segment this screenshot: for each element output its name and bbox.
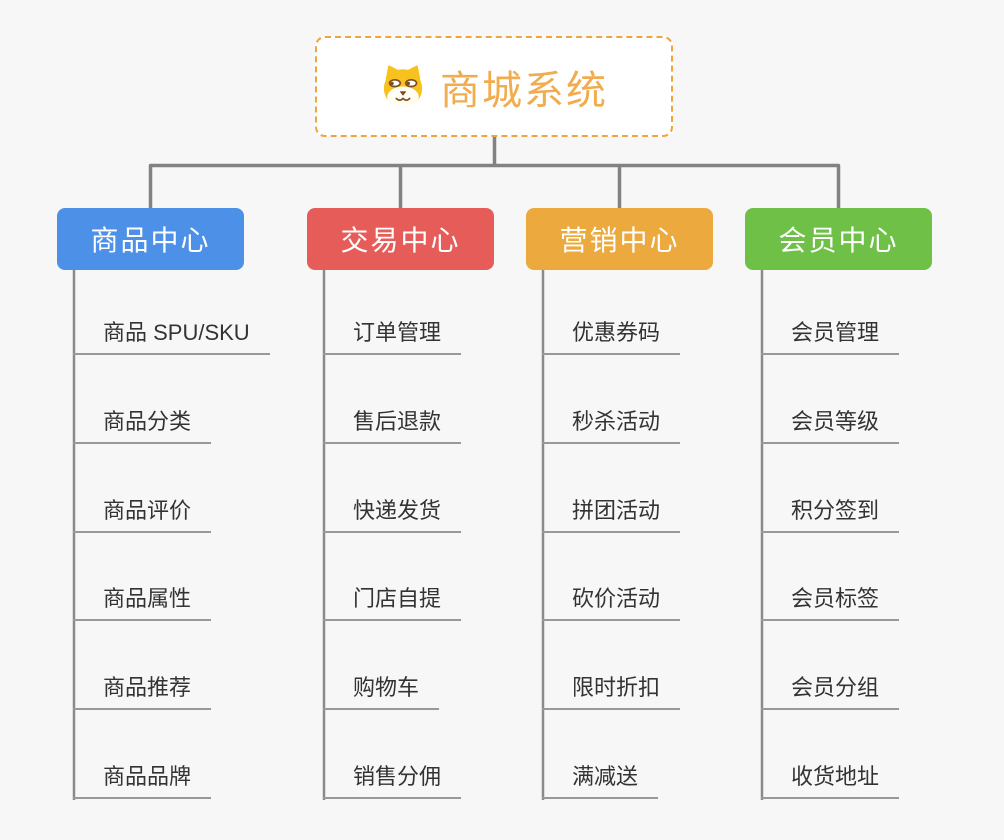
leaf-node[interactable]: 订单管理 — [323, 322, 462, 355]
leaf-node[interactable]: 商品属性 — [73, 588, 212, 621]
branch-column-member: 会员中心 会员管理 会员等级 积分签到 会员标签 会员分组 收货地址 — [745, 0, 990, 840]
branch-column-marketing: 营销中心 优惠券码 秒杀活动 拼团活动 砍价活动 限时折扣 满减送 — [526, 0, 771, 840]
root-title: 商城系统 — [440, 68, 608, 113]
leaf-node[interactable]: 商品推荐 — [73, 677, 212, 710]
branch-marketing-center[interactable]: 营销中心 — [526, 208, 713, 270]
root-node[interactable]: 商城系统 — [315, 36, 673, 137]
leaf-node[interactable]: 售后退款 — [323, 411, 462, 444]
leaf-node[interactable]: 满减送 — [542, 766, 659, 799]
leaf-node[interactable]: 会员标签 — [761, 588, 900, 621]
leaf-node[interactable]: 秒杀活动 — [542, 411, 681, 444]
branch-column-product: 商品中心 商品 SPU/SKU 商品分类 商品评价 商品属性 商品推荐 商品品牌 — [57, 0, 302, 840]
leaf-node[interactable]: 优惠券码 — [542, 322, 681, 355]
leaf-node[interactable]: 商品品牌 — [73, 766, 212, 799]
leaf-node[interactable]: 积分签到 — [761, 500, 900, 533]
branch-column-trade: 交易中心 订单管理 售后退款 快递发货 门店自提 购物车 销售分佣 — [307, 0, 552, 840]
leaf-node[interactable]: 拼团活动 — [542, 500, 681, 533]
leaf-node[interactable]: 限时折扣 — [542, 677, 681, 710]
shiba-dog-icon — [383, 65, 423, 108]
leaf-node[interactable]: 快递发货 — [323, 500, 462, 533]
leaf-node[interactable]: 商品 SPU/SKU — [73, 322, 270, 355]
branch-member-center[interactable]: 会员中心 — [745, 208, 932, 270]
leaf-node[interactable]: 会员等级 — [761, 411, 900, 444]
leaf-node[interactable]: 门店自提 — [323, 588, 462, 621]
branch-product-center[interactable]: 商品中心 — [57, 208, 244, 270]
leaf-node[interactable]: 收货地址 — [761, 766, 900, 799]
branch-trade-center[interactable]: 交易中心 — [307, 208, 494, 270]
leaf-node[interactable]: 销售分佣 — [323, 766, 462, 799]
leaf-node[interactable]: 商品分类 — [73, 411, 212, 444]
leaf-node[interactable]: 砍价活动 — [542, 588, 681, 621]
leaf-node[interactable]: 购物车 — [323, 677, 440, 710]
leaf-node[interactable]: 会员分组 — [761, 677, 900, 710]
leaf-node[interactable]: 会员管理 — [761, 322, 900, 355]
leaf-node[interactable]: 商品评价 — [73, 500, 212, 533]
